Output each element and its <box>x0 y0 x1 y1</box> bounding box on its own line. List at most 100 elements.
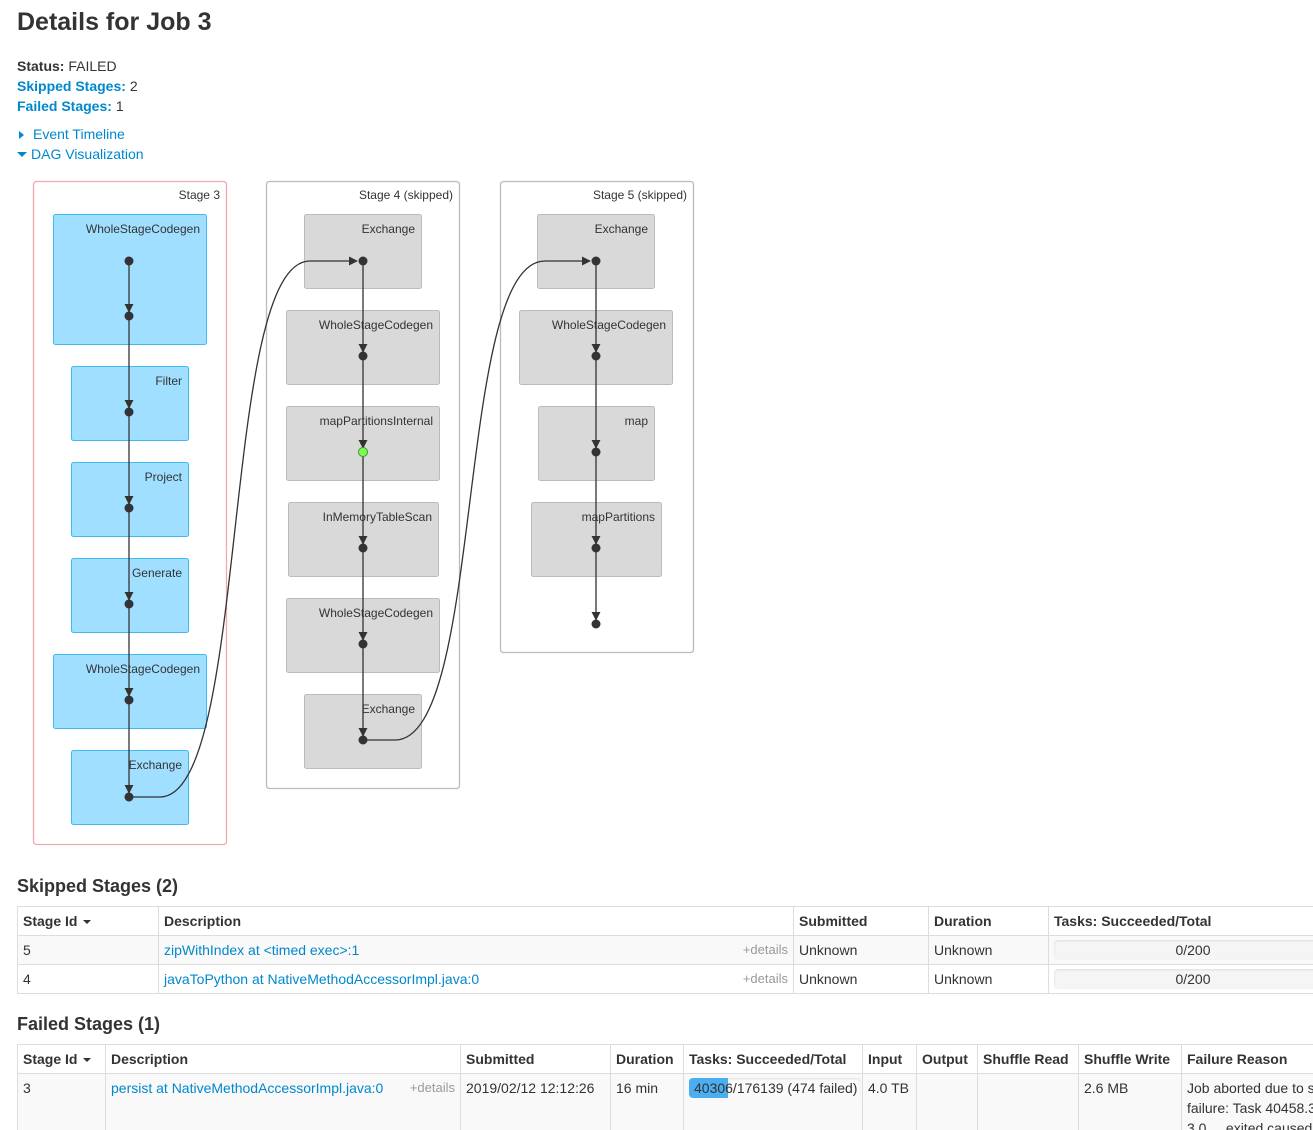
column-header-input[interactable]: Input <box>862 1044 917 1074</box>
dag-node-label: WholeStageCodegen <box>552 318 666 332</box>
description: +details javaToPython at NativeMethodAcce… <box>158 964 794 994</box>
status-label: Status: <box>17 58 65 74</box>
event-timeline-toggle[interactable]: Event Timeline <box>17 126 125 142</box>
table-row: 4 +details javaToPython at NativeMethodAcc… <box>17 964 1313 994</box>
dag-operation-dot <box>358 543 368 553</box>
submitted: 2019/02/12 12:12:26 <box>460 1073 611 1130</box>
input: 4.0 TB <box>862 1073 917 1130</box>
dag-node-label: Filter <box>155 374 182 388</box>
column-header-description[interactable]: Description <box>105 1044 461 1074</box>
table-row: 5 +details zipWithIndex at <timed exec>:1 U… <box>17 935 1313 965</box>
column-header-submitted[interactable]: Submitted <box>460 1044 611 1074</box>
duration: Unknown <box>928 964 1049 994</box>
dag-operation-dot <box>591 543 601 553</box>
dag-operation-dot <box>358 447 368 457</box>
dag-node-label: Project <box>145 470 183 484</box>
failed-count: 1 <box>115 98 124 114</box>
dag-node-label: Exchange <box>595 222 649 236</box>
dag-node-label: WholeStageCodegen <box>86 222 200 236</box>
dag-node-label: Exchange <box>129 758 183 772</box>
details-toggle[interactable]: +details <box>742 942 788 957</box>
status-value: FAILED <box>68 58 117 74</box>
skipped-stages-link[interactable]: Skipped Stages: <box>17 78 126 94</box>
stage-description-link[interactable]: zipWithIndex at <timed exec>:1 <box>164 942 360 958</box>
shuffle-write: 2.6 MB <box>1078 1073 1182 1130</box>
submitted: Unknown <box>793 964 929 994</box>
stage-description-link[interactable]: persist at NativeMethodAccessorImpl.java… <box>111 1080 384 1096</box>
column-header-stage-id[interactable]: Stage Id <box>17 906 159 936</box>
tasks-progress-bar: 0/200 <box>1054 969 1313 989</box>
dag-node-label: Generate <box>132 566 182 580</box>
stage-label: Stage 3 <box>179 188 221 202</box>
column-header-tasks[interactable]: Tasks: Succeeded/Total <box>683 1044 863 1074</box>
sort-caret-icon <box>83 1058 92 1063</box>
cross-stage-edge <box>363 256 591 741</box>
dag-node-label: InMemoryTableScan <box>323 510 432 524</box>
dag-operation-dot <box>358 639 368 649</box>
failed-stages-table: Stage Id Description Submitted Duration … <box>17 1044 1313 1130</box>
stage-label: Stage 5 (skipped) <box>593 188 687 202</box>
skipped-stages-table: Stage Id Description Submitted Duration … <box>17 906 1313 994</box>
column-header-failure-reason[interactable]: Failure Reason <box>1181 1044 1313 1074</box>
shuffle-read <box>977 1073 1079 1130</box>
column-header-shuffle-read[interactable]: Shuffle Read <box>977 1044 1079 1074</box>
details-toggle[interactable]: +details <box>742 971 788 986</box>
cross-stage-edge <box>129 256 358 798</box>
column-header-duration[interactable]: Duration <box>928 906 1049 936</box>
submitted: Unknown <box>793 935 929 965</box>
dag-node-label: Exchange <box>362 222 416 236</box>
tasks: 0/200 <box>1048 964 1313 994</box>
output <box>916 1073 978 1130</box>
dag-operation-dot <box>124 256 134 266</box>
dag-node-label: Exchange <box>362 702 416 716</box>
column-header-output[interactable]: Output <box>916 1044 978 1074</box>
dag-operation-dot <box>591 351 601 361</box>
dag-node-label: mapPartitionsInternal <box>320 414 433 428</box>
column-header-submitted[interactable]: Submitted <box>793 906 929 936</box>
failed-stages-heading: Failed Stages (1) <box>17 1014 161 1034</box>
column-header-stage-id[interactable]: Stage Id <box>17 1044 106 1074</box>
dag-operation-dot <box>124 695 134 705</box>
dag-operation-dot <box>124 407 134 417</box>
tasks: 40306/176139 (474 failed) <box>683 1073 863 1130</box>
stage-description-link[interactable]: javaToPython at NativeMethodAccessorImpl… <box>164 971 480 987</box>
dag-operation-dot <box>124 599 134 609</box>
skipped-count: 2 <box>129 78 138 94</box>
tasks: 0/200 <box>1048 935 1313 965</box>
tasks-progress-bar: 40306/176139 (474 failed) <box>689 1078 861 1098</box>
dag-node <box>53 214 207 345</box>
dag-visualization-toggle[interactable]: DAG Visualization <box>17 146 144 162</box>
duration: 16 min <box>610 1073 684 1130</box>
dag-operation-dot <box>124 503 134 513</box>
stage-label: Stage 4 (skipped) <box>359 188 453 202</box>
details-toggle[interactable]: +details <box>409 1080 455 1095</box>
dag-node-label: WholeStageCodegen <box>319 606 433 620</box>
dag-node-label: map <box>625 414 649 428</box>
sort-caret-icon <box>83 920 92 925</box>
dag-operation-dot <box>124 311 134 321</box>
page-title: Details for Job 3 <box>17 8 212 36</box>
column-header-tasks[interactable]: Tasks: Succeeded/Total <box>1048 906 1313 936</box>
column-header-duration[interactable]: Duration <box>610 1044 684 1074</box>
description: +details zipWithIndex at <timed exec>:1 <box>158 935 794 965</box>
tasks-progress-bar: 0/200 <box>1054 940 1313 960</box>
column-header-description[interactable]: Description <box>158 906 794 936</box>
column-header-shuffle-write[interactable]: Shuffle Write <box>1078 1044 1182 1074</box>
dag-operation-dot <box>591 447 601 457</box>
stage-id: 5 <box>17 935 159 965</box>
dag-visualization: Stage 3WholeStageCodegenFilterProjectGen… <box>32 180 695 846</box>
expand-arrow-icon <box>19 131 24 139</box>
skipped-stages-heading: Skipped Stages (2) <box>17 876 179 896</box>
description: +details persist at NativeMethodAccessorI… <box>105 1073 461 1130</box>
dag-operation-dot <box>358 256 368 266</box>
dag-node-label: WholeStageCodegen <box>319 318 433 332</box>
stage-id: 4 <box>17 964 159 994</box>
failed-stages-link[interactable]: Failed Stages: <box>17 98 112 114</box>
dag-operation-dot <box>591 256 601 266</box>
dag-node-label: mapPartitions <box>582 510 655 524</box>
collapse-arrow-icon <box>17 151 27 157</box>
failure-reason: Job aborted due to stage failure: Task 4… <box>1181 1073 1313 1130</box>
dag-node-label: WholeStageCodegen <box>86 662 200 676</box>
dag-operation-dot <box>358 351 368 361</box>
